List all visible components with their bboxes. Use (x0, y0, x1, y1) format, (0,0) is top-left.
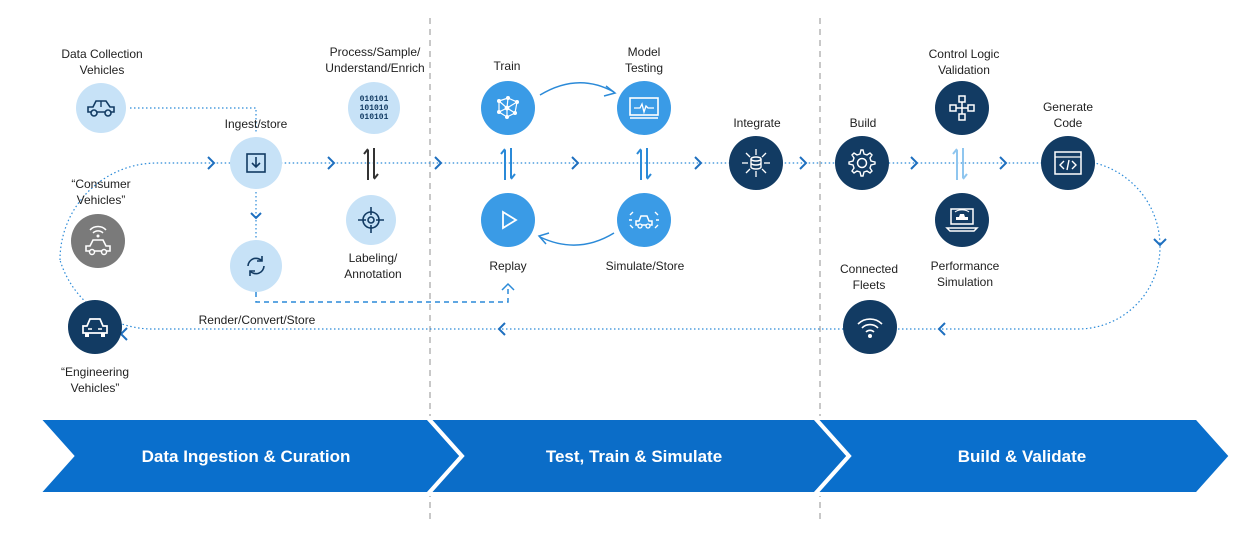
test-simulate-arrows (636, 148, 652, 180)
chevron-down-icon (1153, 238, 1167, 247)
label-simulate: Simulate/Store (605, 259, 685, 273)
chevron-right-icon (799, 156, 808, 170)
download-box-icon (230, 137, 282, 189)
control-performance-arrows (952, 148, 968, 180)
chevron-down-icon (250, 212, 262, 220)
label-fleets: Connected Fleets (839, 262, 899, 292)
label-generate-code: Generate Code (1042, 100, 1094, 130)
phase-label-test-train: Test, Train & Simulate (545, 447, 723, 466)
phase-banner (33, 416, 1234, 496)
phase-chevron-3 (810, 416, 1234, 496)
monitor-waveform-icon (617, 81, 671, 135)
label-engineering: “Engineering Vehicles” (60, 365, 130, 395)
train-replay-arrows (500, 148, 516, 180)
hierarchy-icon (935, 81, 989, 135)
label-integrate: Integrate (733, 116, 781, 130)
chevron-right-icon (999, 156, 1008, 170)
laptop-car-icon (935, 193, 989, 247)
label-performance: Performance Simulation (930, 259, 1000, 289)
chevron-right-icon (694, 156, 703, 170)
train-to-test-arrow (539, 82, 615, 96)
label-data-collection: Data Collection Vehicles (61, 47, 143, 77)
binary-text: 010101 101010 010101 (359, 94, 389, 122)
main-flow-line (59, 107, 1161, 330)
flow-chevrons (119, 156, 1167, 341)
label-process: Process/Sample/ Understand/Enrich (325, 45, 425, 75)
car-icon (76, 83, 126, 133)
car-icon (68, 300, 122, 354)
simulate-to-replay-arrow (539, 232, 615, 246)
bidirectional-arrows (363, 148, 968, 180)
simulated-car-icon (617, 193, 671, 247)
label-build: Build (849, 116, 877, 130)
label-replay: Replay (489, 259, 527, 273)
phase-label-build: Build & Validate (957, 447, 1087, 466)
label-model-testing: Model Testing (624, 45, 664, 75)
label-train: Train (493, 59, 521, 73)
chevron-right-icon (434, 156, 443, 170)
chevron-right-icon (207, 156, 216, 170)
gear-icon (835, 136, 889, 190)
play-icon (481, 193, 535, 247)
chevron-right-icon (327, 156, 336, 170)
render-dashed-path (255, 286, 509, 303)
chevron-right-icon (910, 156, 919, 170)
process-label-arrows (363, 148, 379, 180)
chevron-left-icon (119, 327, 128, 341)
chevron-left-icon (497, 322, 506, 336)
label-ingest: Ingest/store (224, 117, 288, 131)
render-arrow-up (501, 282, 515, 291)
code-window-icon (1041, 136, 1095, 190)
label-render: Render/Convert/Store (198, 313, 316, 327)
crosshair-icon (346, 195, 396, 245)
phase-label-ingestion: Data Ingestion & Curation (141, 447, 351, 466)
neural-network-icon (481, 81, 535, 135)
refresh-icon (230, 240, 282, 292)
chevron-right-icon (571, 156, 580, 170)
connected-car-icon (71, 214, 125, 268)
database-hub-icon (729, 136, 783, 190)
binary-data-icon: 010101 101010 010101 (348, 82, 400, 134)
label-labeling: Labeling/ Annotation (344, 251, 402, 281)
label-control-logic: Control Logic Validation (928, 47, 1000, 77)
chevron-left-icon (937, 322, 946, 336)
label-consumer: “Consumer Vehicles” (71, 177, 131, 207)
wifi-icon (843, 300, 897, 354)
